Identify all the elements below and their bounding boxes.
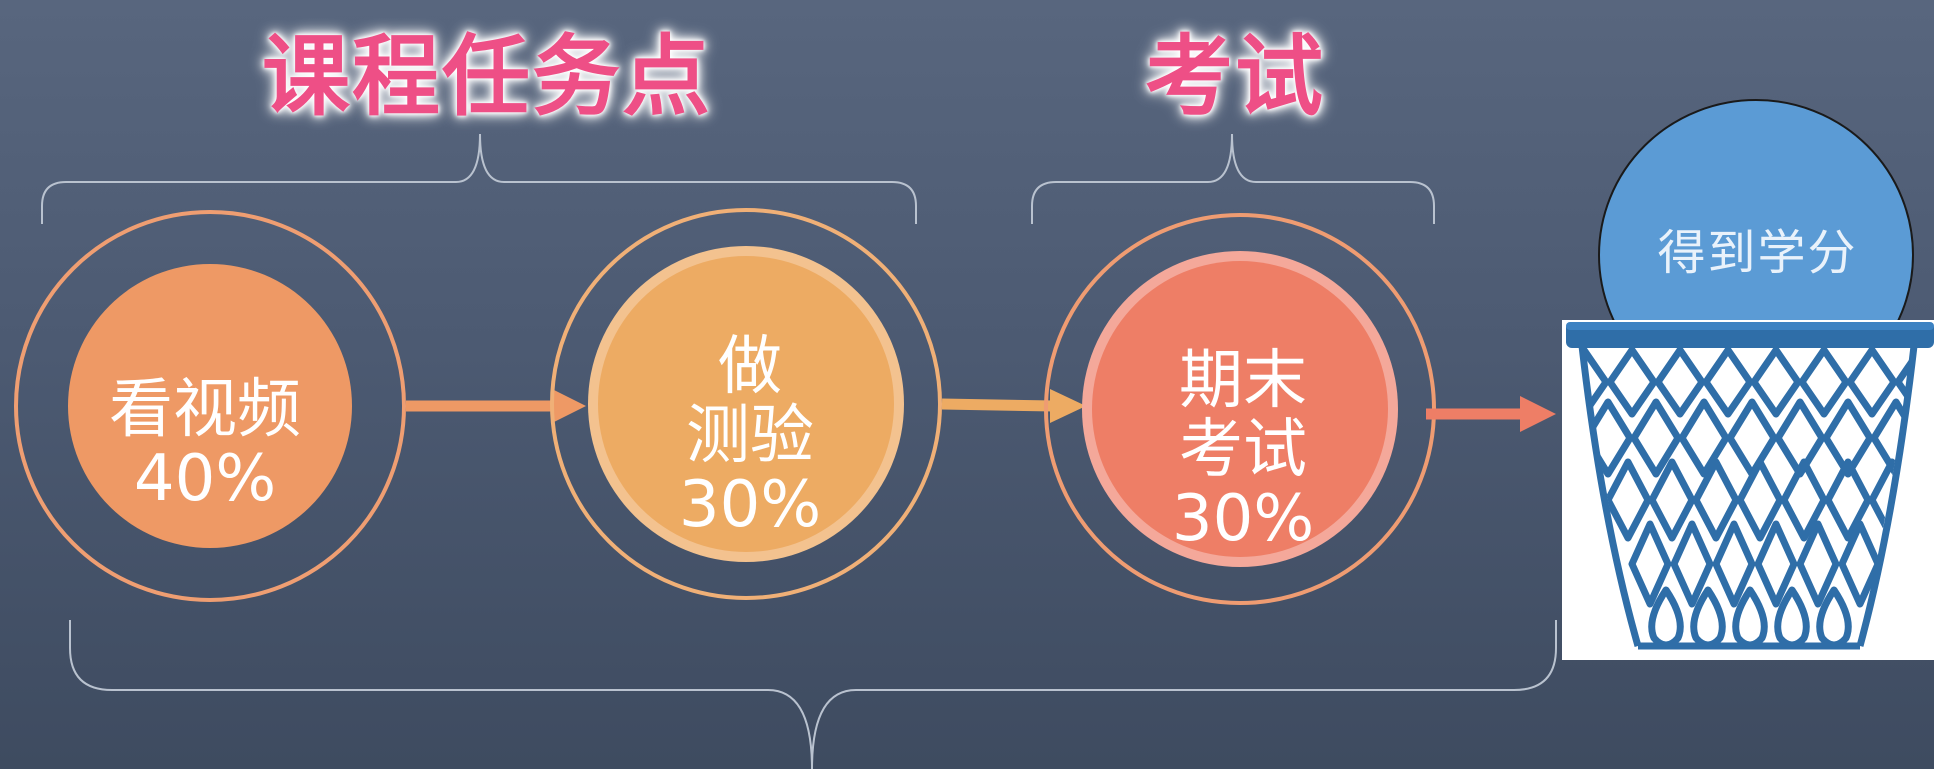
arrow-2-shaft <box>941 398 1055 412</box>
final-exam-node-label: 期末 考试 30% <box>1133 344 1353 557</box>
arrow-2-head <box>1050 389 1086 423</box>
quiz-outer-ring <box>550 208 942 600</box>
video-percent: 40% <box>133 442 277 517</box>
video-node-label: 看视频 40% <box>95 373 315 517</box>
final-label-line2: 考试 <box>1179 413 1307 488</box>
video-circle <box>68 264 352 548</box>
exam-title: 考试 <box>1145 25 1326 128</box>
exam-circle <box>1092 261 1388 557</box>
course-tasks-brace <box>41 133 917 224</box>
credit-label: 得到学分 <box>1657 225 1858 281</box>
quiz-label-line2: 测验 <box>686 399 814 474</box>
exam-brace <box>1031 133 1435 224</box>
course-tasks-title: 课程任务点 <box>262 25 713 128</box>
basketball-hoop-icon <box>1566 322 1934 650</box>
quiz-circle <box>598 256 894 552</box>
quiz-label-line1: 做 <box>718 330 782 404</box>
final-percent: 30% <box>1171 482 1315 557</box>
quiz-node-label: 做 测验 30% <box>640 330 860 543</box>
video-outer-ring <box>14 210 406 602</box>
bottom-brace <box>69 620 1557 769</box>
final-label-line1: 期末 <box>1179 344 1307 418</box>
hoop-background <box>1562 320 1934 660</box>
arrow-3-head <box>1520 396 1556 432</box>
arrow-1-head <box>552 389 586 423</box>
quiz-percent: 30% <box>678 468 822 543</box>
video-label: 看视频 <box>109 373 301 447</box>
